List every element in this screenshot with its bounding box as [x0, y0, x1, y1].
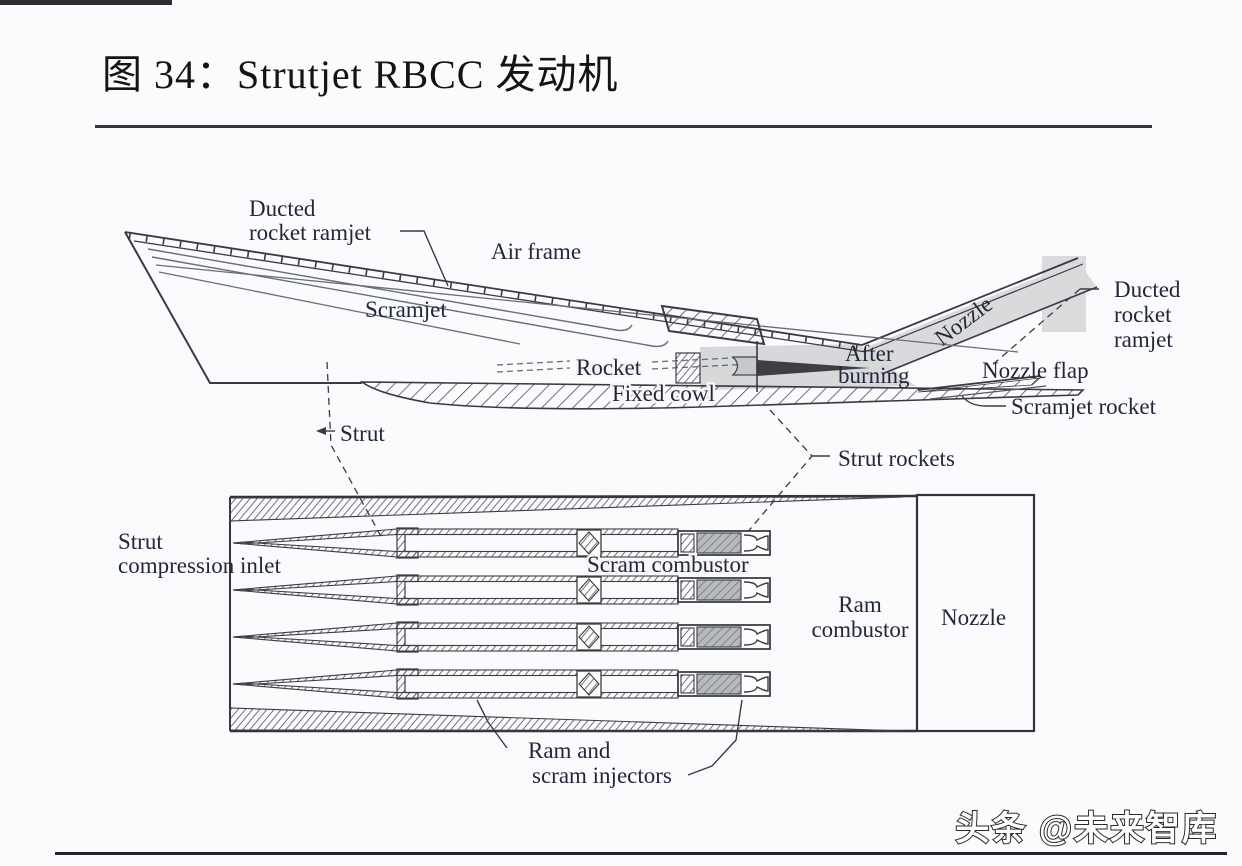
- strut-arrow-head: [316, 427, 326, 435]
- rocket-plume: [757, 360, 870, 376]
- leader-ducted-right: [989, 288, 1081, 368]
- bottom-wall-wedge: [229, 707, 904, 732]
- nozzle-outer-line: [861, 257, 1079, 346]
- label-ducted-right-3: ramjet: [1114, 327, 1173, 352]
- label-scramjet: Scramjet: [365, 297, 447, 322]
- label-after-2: burning: [838, 363, 910, 388]
- label-injectors-1: Ram and: [528, 738, 611, 763]
- strut-3: [232, 621, 771, 653]
- label-ram-combustor-2: combustor: [811, 617, 908, 642]
- rocket-body: [731, 356, 758, 376]
- label-strut-rockets: Strut rockets: [838, 446, 955, 471]
- chamber-top-edge: [229, 494, 918, 499]
- scramjet-strut-line-2: [151, 256, 669, 348]
- nozzle-duct-shade: [860, 261, 1096, 376]
- fixed-cowl-band: [359, 381, 1085, 410]
- page-edge-bar: [0, 0, 172, 5]
- title-rule: [95, 125, 1152, 128]
- watermark-text: 头条 @未来智库: [955, 810, 1218, 848]
- label-ram-combustor-1: Ram: [838, 592, 882, 617]
- label-air-frame: Air frame: [491, 239, 581, 264]
- leader-scramjet-rocket: [961, 395, 1006, 407]
- label-ducted-left-1: Ducted: [249, 196, 316, 221]
- label-fixed-cowl: Fixed cowl: [612, 381, 715, 406]
- nozzle-outer-line2: [866, 263, 1084, 352]
- label-scram-combustor: Scram combustor: [587, 552, 749, 577]
- scramjet-strut-line-1: [147, 248, 633, 332]
- scramjet-strut-line-3: [155, 264, 1019, 353]
- label-ducted-right-2: rocket: [1114, 302, 1172, 327]
- rocket-mount-block: [675, 352, 701, 384]
- nozzle-box: [915, 493, 1036, 733]
- label-ducted-left-2: rocket ramjet: [249, 220, 372, 245]
- figure-title: 图 34：Strutjet RBCC 发动机: [102, 52, 619, 97]
- bottom-rule: [55, 852, 1227, 855]
- strut-4: [232, 668, 771, 700]
- leader-strut-dashed: [326, 361, 384, 541]
- label-nozzle-flap: Nozzle flap: [982, 358, 1089, 383]
- label-scramjet-rocket: Scramjet rocket: [1011, 394, 1157, 419]
- label-ducted-right-1: Ducted: [1114, 277, 1181, 302]
- label-strut-compression-1: Strut: [118, 529, 163, 554]
- label-after-1: After: [845, 341, 894, 366]
- pylon-block: [660, 304, 766, 346]
- scramjet-strut-line-4: [158, 271, 521, 345]
- top-wall-wedge: [229, 496, 904, 522]
- nozzle-flap-line: [917, 375, 1041, 391]
- label-nozzle-plan: Nozzle: [941, 605, 1006, 630]
- leader-injectors-right: [687, 699, 743, 776]
- nozzle-inner-line: [881, 286, 1098, 375]
- leader-ducted-left: [400, 230, 449, 287]
- label-strut-compression-2: compression inlet: [118, 553, 281, 578]
- label-injectors-2: scram injectors: [532, 763, 672, 788]
- label-strut: Strut: [340, 421, 385, 446]
- plan-view-diagram: Strut compression inlet Scram combustor …: [118, 493, 1036, 788]
- strut-2: [232, 574, 771, 606]
- nozzle-flap-sliver: [917, 377, 1042, 393]
- leader-strut-rockets: [745, 409, 813, 535]
- scramjet-rocket-line: [929, 385, 1047, 400]
- label-rocket: Rocket: [576, 355, 642, 380]
- side-view-diagram: Ducted rocket ramjet Air frame Scramjet …: [124, 196, 1181, 776]
- hull-lower-outline: [124, 231, 362, 384]
